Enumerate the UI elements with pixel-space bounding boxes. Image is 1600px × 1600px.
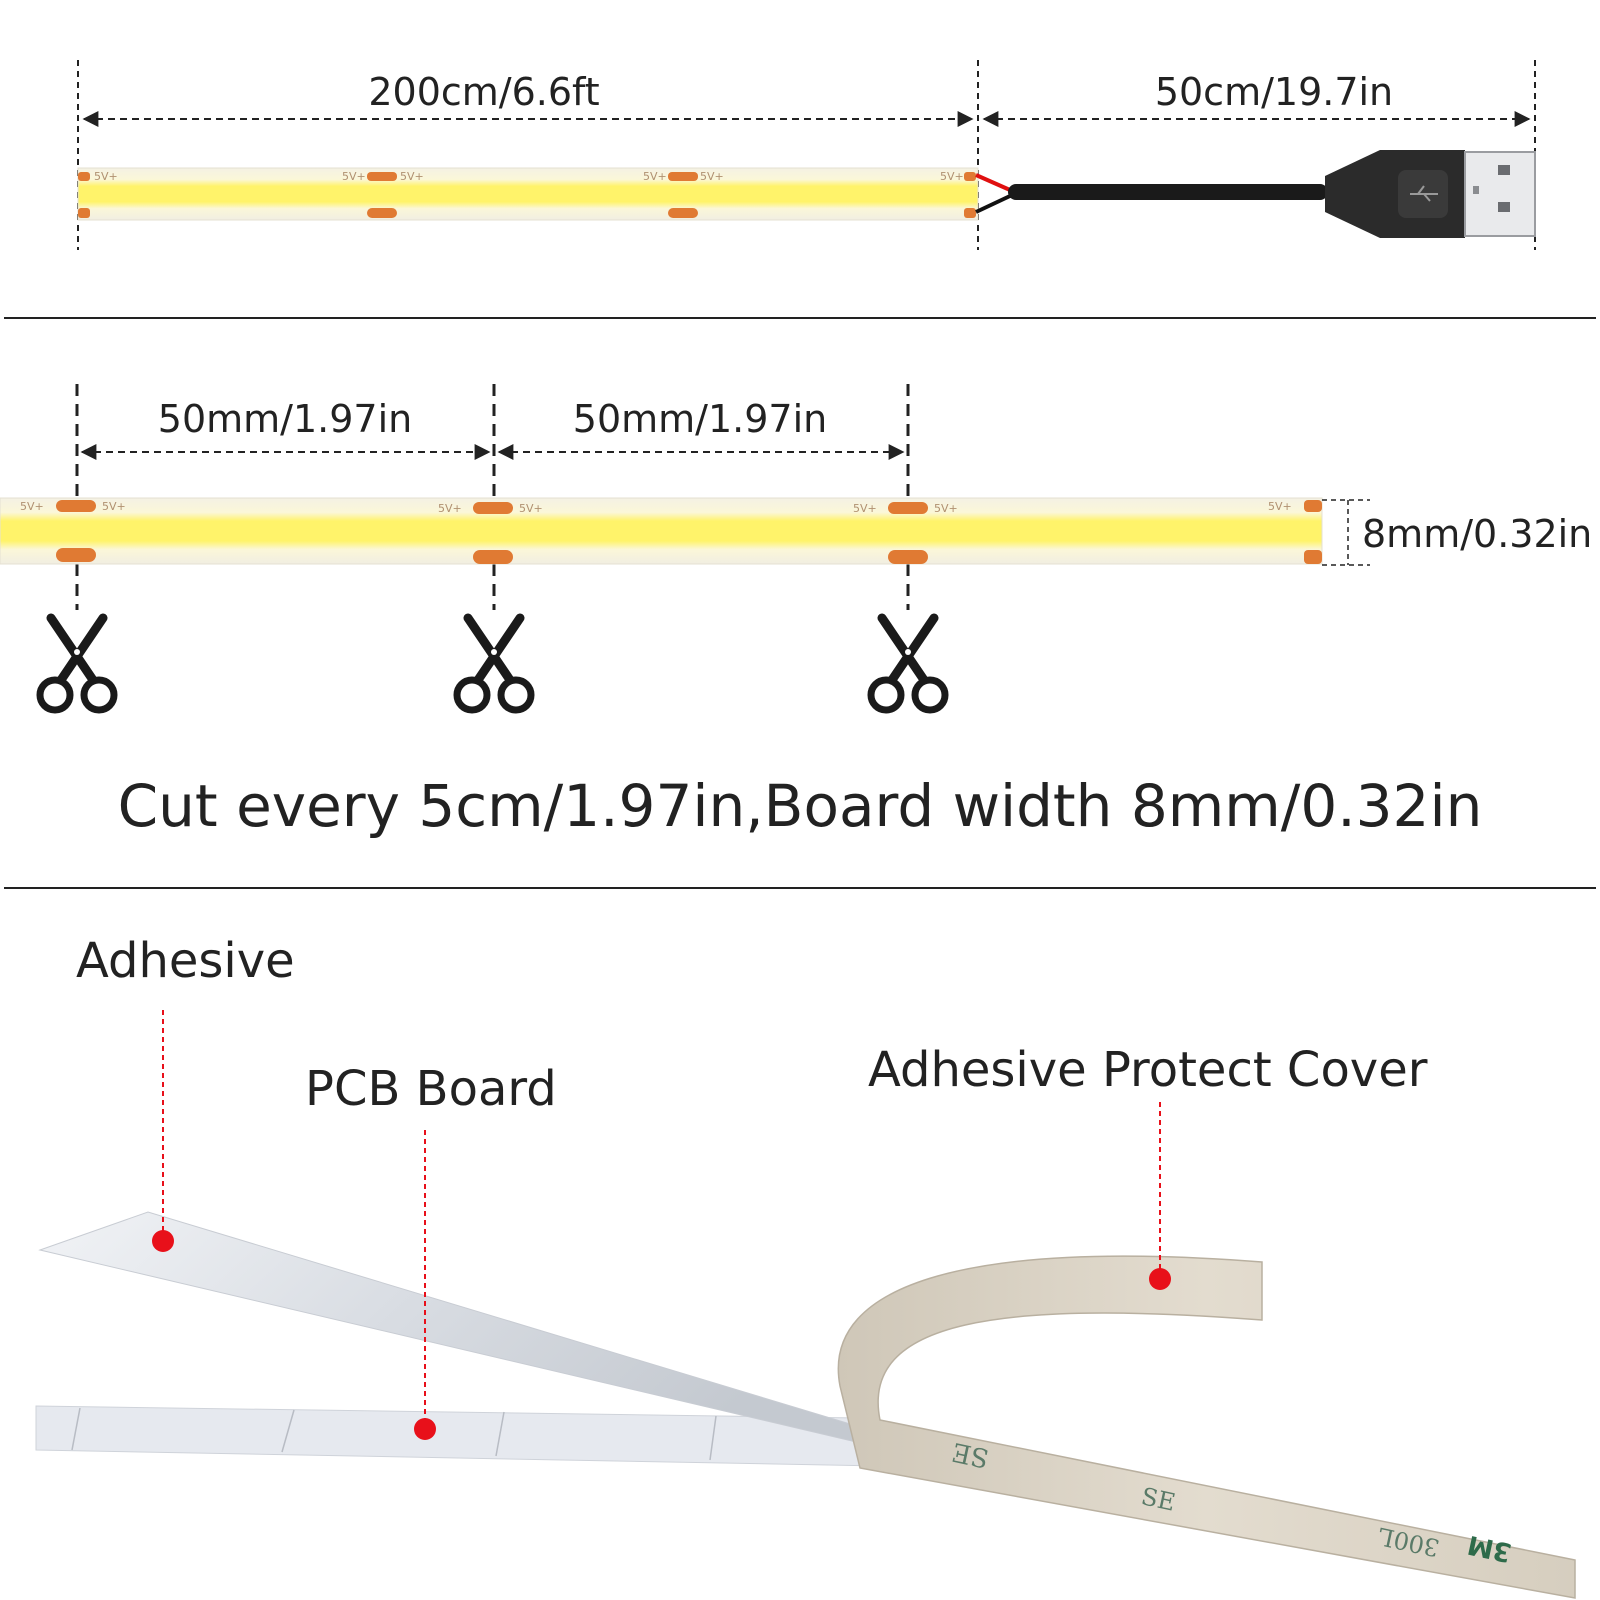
section-cut-points: 50mm/1.97in 50mm/1.97in 5V+ 5V+ 5V+ 5V+ … xyxy=(0,384,1592,840)
pcb-board-label: PCB Board xyxy=(305,1061,557,1117)
svg-text:5V+: 5V+ xyxy=(438,502,462,515)
solder-pads-top xyxy=(78,172,976,218)
svg-text:5V+: 5V+ xyxy=(400,170,424,183)
svg-text:5V+: 5V+ xyxy=(700,170,724,183)
pad-markings-closeup: 5V+ 5V+ 5V+ 5V+ 5V+ 5V+ 5V+ xyxy=(20,500,1292,515)
led-strip-full xyxy=(77,167,979,221)
pcb-pointer-dot xyxy=(414,1418,436,1440)
svg-text:5V+: 5V+ xyxy=(519,502,543,515)
scissors-icon xyxy=(453,613,535,714)
usb-icon xyxy=(1410,185,1438,202)
led-strip-closeup xyxy=(0,497,1323,565)
scissors-icon xyxy=(36,613,118,714)
svg-text:SE: SE xyxy=(949,1436,991,1473)
segment2-label: 50mm/1.97in xyxy=(573,397,827,441)
black-wire xyxy=(975,194,1011,214)
segment1-label: 50mm/1.97in xyxy=(158,397,412,441)
svg-text:5V+: 5V+ xyxy=(940,170,964,183)
width-label: 8mm/0.32in xyxy=(1362,512,1592,556)
scissors-icon xyxy=(867,613,949,714)
cover-label: Adhesive Protect Cover xyxy=(868,1042,1428,1098)
svg-text:5V+: 5V+ xyxy=(643,170,667,183)
svg-text:5V+: 5V+ xyxy=(853,502,877,515)
svg-text:5V+: 5V+ xyxy=(1268,500,1292,513)
cable-length-label: 50cm/19.7in xyxy=(1155,70,1393,114)
cover-pointer-dot xyxy=(1149,1268,1171,1290)
svg-text:SE: SE xyxy=(1139,1482,1178,1516)
svg-text:5V+: 5V+ xyxy=(342,170,366,183)
section-adhesive-layers: Adhesive PCB Board Adhesive Protect Cove… xyxy=(35,933,1576,1599)
svg-text:5V+: 5V+ xyxy=(94,170,118,183)
usb-plug xyxy=(1325,150,1536,238)
strip-length-label: 200cm/6.6ft xyxy=(368,70,599,114)
adhesive-protect-cover: SE SE 300L 3M xyxy=(837,1255,1576,1599)
section-strip-overview: 200cm/6.6ft 50cm/19.7in 5V+ 5V+ 5V+ 5V+ … xyxy=(77,60,1536,250)
usb-cable xyxy=(1008,184,1328,200)
red-wire xyxy=(975,173,1011,192)
svg-text:5V+: 5V+ xyxy=(934,502,958,515)
svg-text:5V+: 5V+ xyxy=(20,500,44,513)
svg-text:5V+: 5V+ xyxy=(102,500,126,513)
pad-markings-top: 5V+ 5V+ 5V+ 5V+ 5V+ 5V+ xyxy=(94,170,964,183)
adhesive-pointer-dot xyxy=(152,1230,174,1252)
solder-pads-closeup xyxy=(56,500,1322,564)
cut-caption: Cut every 5cm/1.97in,Board width 8mm/0.3… xyxy=(118,772,1483,840)
adhesive-label: Adhesive xyxy=(76,933,295,989)
